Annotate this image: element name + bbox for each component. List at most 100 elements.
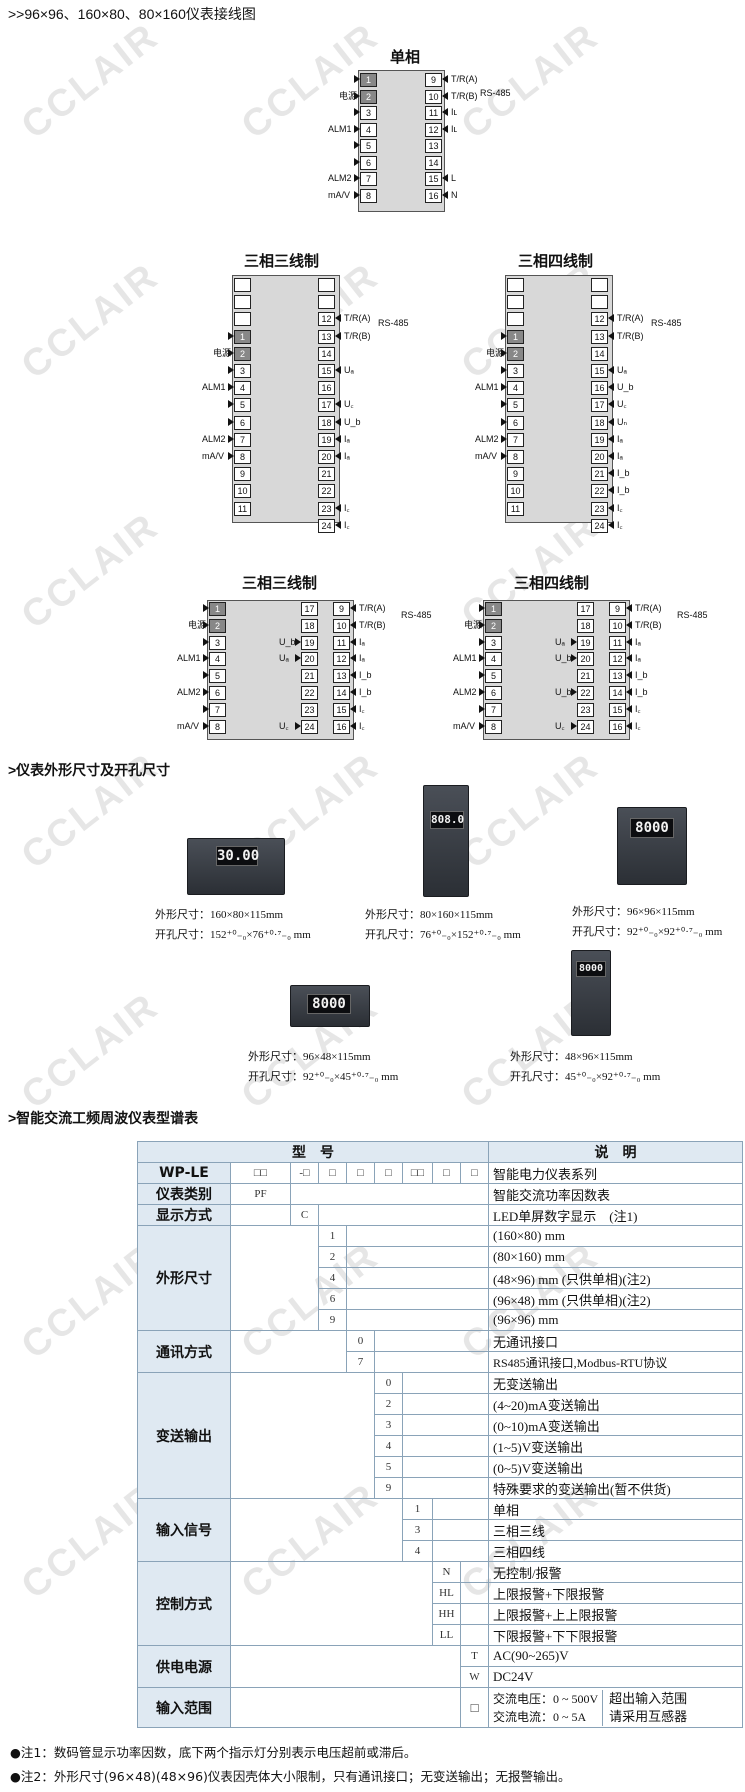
- arrow-in-icon: [501, 348, 507, 357]
- arrow-in-icon: [228, 400, 234, 409]
- terminal-2: 2: [485, 618, 502, 633]
- terminal-label: T/R(A): [344, 313, 371, 324]
- code-cell: W: [460, 1666, 489, 1688]
- terminal-1: 1: [507, 329, 524, 344]
- row-category: 供电电源: [137, 1645, 231, 1688]
- code-cell: 4: [402, 1540, 433, 1562]
- header-model: 型 号: [137, 1141, 489, 1163]
- arrow-in-icon: [608, 503, 614, 512]
- section-title-model-table: >智能交流工频周波仪表型谱表: [8, 1110, 199, 1126]
- terminal-19: 19: [301, 635, 318, 650]
- terminal-4: 4: [360, 122, 377, 137]
- terminal-20: 20: [301, 652, 318, 667]
- arrow-in-icon: [571, 721, 577, 730]
- arrow-in-icon: [608, 417, 614, 426]
- terminal-1: 1: [234, 329, 251, 344]
- row-category: 输入信号: [137, 1498, 231, 1562]
- table-row: 通讯方式 0 无通讯接口: [137, 1330, 743, 1373]
- arrow-in-icon: [501, 434, 507, 443]
- terminal-5: 5: [360, 139, 377, 153]
- section-title-wiring: >>96×96、160×80、80×160仪表接线图: [8, 6, 256, 22]
- terminal-label: Uₐ: [279, 653, 289, 664]
- terminal-label: mA/V: [328, 189, 351, 200]
- row-category: WP-LE: [137, 1162, 231, 1184]
- arrow-in-icon: [479, 604, 485, 612]
- device-photo-96x48: 8000: [290, 985, 370, 1027]
- terminal-2: 2: [507, 346, 524, 361]
- terminal-21: 21: [318, 467, 335, 482]
- terminal-label: I_b: [617, 468, 630, 479]
- table-row: 输入范围 □ 交流电压：0 ~ 500V 交流电流：0 ~ 5A 超出输入范围请…: [137, 1687, 743, 1728]
- terminal-3: 3: [209, 635, 226, 650]
- terminal-10: 10: [425, 89, 442, 104]
- diagram-title-3p4w-b: 三相四线制: [514, 574, 590, 592]
- terminal-15: 15: [318, 364, 335, 378]
- terminal-16: 16: [425, 188, 442, 203]
- terminal-20: 20: [591, 450, 608, 464]
- arrow-in-icon: [350, 637, 356, 646]
- terminal-label: 电源: [464, 619, 483, 630]
- terminal-19: 19: [591, 432, 608, 447]
- code-cell: 0: [346, 1330, 375, 1352]
- arrow-in-icon: [442, 124, 448, 133]
- code-cell: 2: [318, 1246, 347, 1268]
- code-cell: 3: [402, 1519, 433, 1541]
- row-description: (80×160) mm: [488, 1246, 743, 1268]
- row-description: DC24V: [488, 1666, 743, 1688]
- device-display: 8000: [307, 994, 351, 1014]
- terminal-label: 电源: [339, 90, 358, 101]
- code-cell: □: [460, 1162, 489, 1184]
- terminal-12: 12: [333, 652, 350, 667]
- terminal-label: mA/V: [177, 720, 200, 731]
- terminal-24: 24: [301, 719, 318, 734]
- terminal-label: I꜀: [359, 720, 365, 731]
- row-description: (96×48) mm (只供单相)(注2): [488, 1288, 743, 1310]
- code-cell: 9: [374, 1477, 403, 1499]
- row-category: 显示方式: [137, 1204, 231, 1226]
- terminal-label: I_b: [359, 670, 372, 681]
- terminal-label: I_b: [617, 485, 630, 496]
- terminal-4: 4: [209, 652, 226, 667]
- code-cell: T: [460, 1645, 489, 1667]
- terminal-16: 16: [333, 719, 350, 734]
- terminal-10: 10: [333, 618, 350, 633]
- code-cell: HL: [432, 1582, 461, 1604]
- row-description: 下限报警+下下限报警: [488, 1624, 743, 1646]
- device-photo-80x160: 808.0: [423, 785, 469, 897]
- terminal-22: 22: [591, 484, 608, 499]
- diagram-title-3p3w-b: 三相三线制: [242, 574, 318, 592]
- terminal-18: 18: [318, 415, 335, 430]
- terminal-23: 23: [591, 501, 608, 516]
- device-dimension-text: 外形尺寸：80×160×115mm: [365, 909, 494, 921]
- terminal-label: T/R(A): [635, 603, 662, 613]
- arrow-in-icon: [442, 75, 448, 83]
- code-cell: PF: [230, 1183, 291, 1205]
- terminal-label: ALM1: [177, 653, 201, 664]
- arrow-in-icon: [335, 434, 341, 443]
- terminal-17: 17: [318, 398, 335, 413]
- row-category: 仪表类别: [137, 1183, 231, 1205]
- arrow-in-icon: [442, 190, 448, 199]
- arrow-in-icon: [335, 520, 341, 529]
- arrow-in-icon: [350, 620, 356, 629]
- terminal-19: 19: [318, 432, 335, 447]
- row-category: 变送输出: [137, 1372, 231, 1499]
- terminal-label: U꜀: [344, 399, 354, 410]
- terminal-3: 3: [485, 635, 502, 650]
- range-description: 交流电压：0 ~ 500V 交流电流：0 ~ 5A 超出输入范围请采用互感器: [488, 1687, 743, 1728]
- arrow-in-icon: [354, 91, 360, 100]
- terminal-label: I꜀: [635, 703, 641, 714]
- arrow-in-icon: [571, 637, 577, 646]
- terminal-6: 6: [507, 415, 524, 430]
- terminal-label: Iₐ: [359, 636, 365, 647]
- arrow-in-icon: [335, 400, 341, 409]
- terminal-5: 5: [507, 398, 524, 413]
- terminal-label: T/R(B): [635, 619, 662, 630]
- range-voltage: 交流电压：0 ~ 500V: [493, 1691, 599, 1706]
- arrow-in-icon: [608, 331, 614, 340]
- code-cell: 6: [318, 1288, 347, 1310]
- terminal-4: 4: [234, 381, 251, 396]
- code-cell: 4: [374, 1435, 403, 1457]
- arrow-in-icon: [608, 366, 614, 374]
- device-photo-160x80: 30.00: [187, 838, 285, 895]
